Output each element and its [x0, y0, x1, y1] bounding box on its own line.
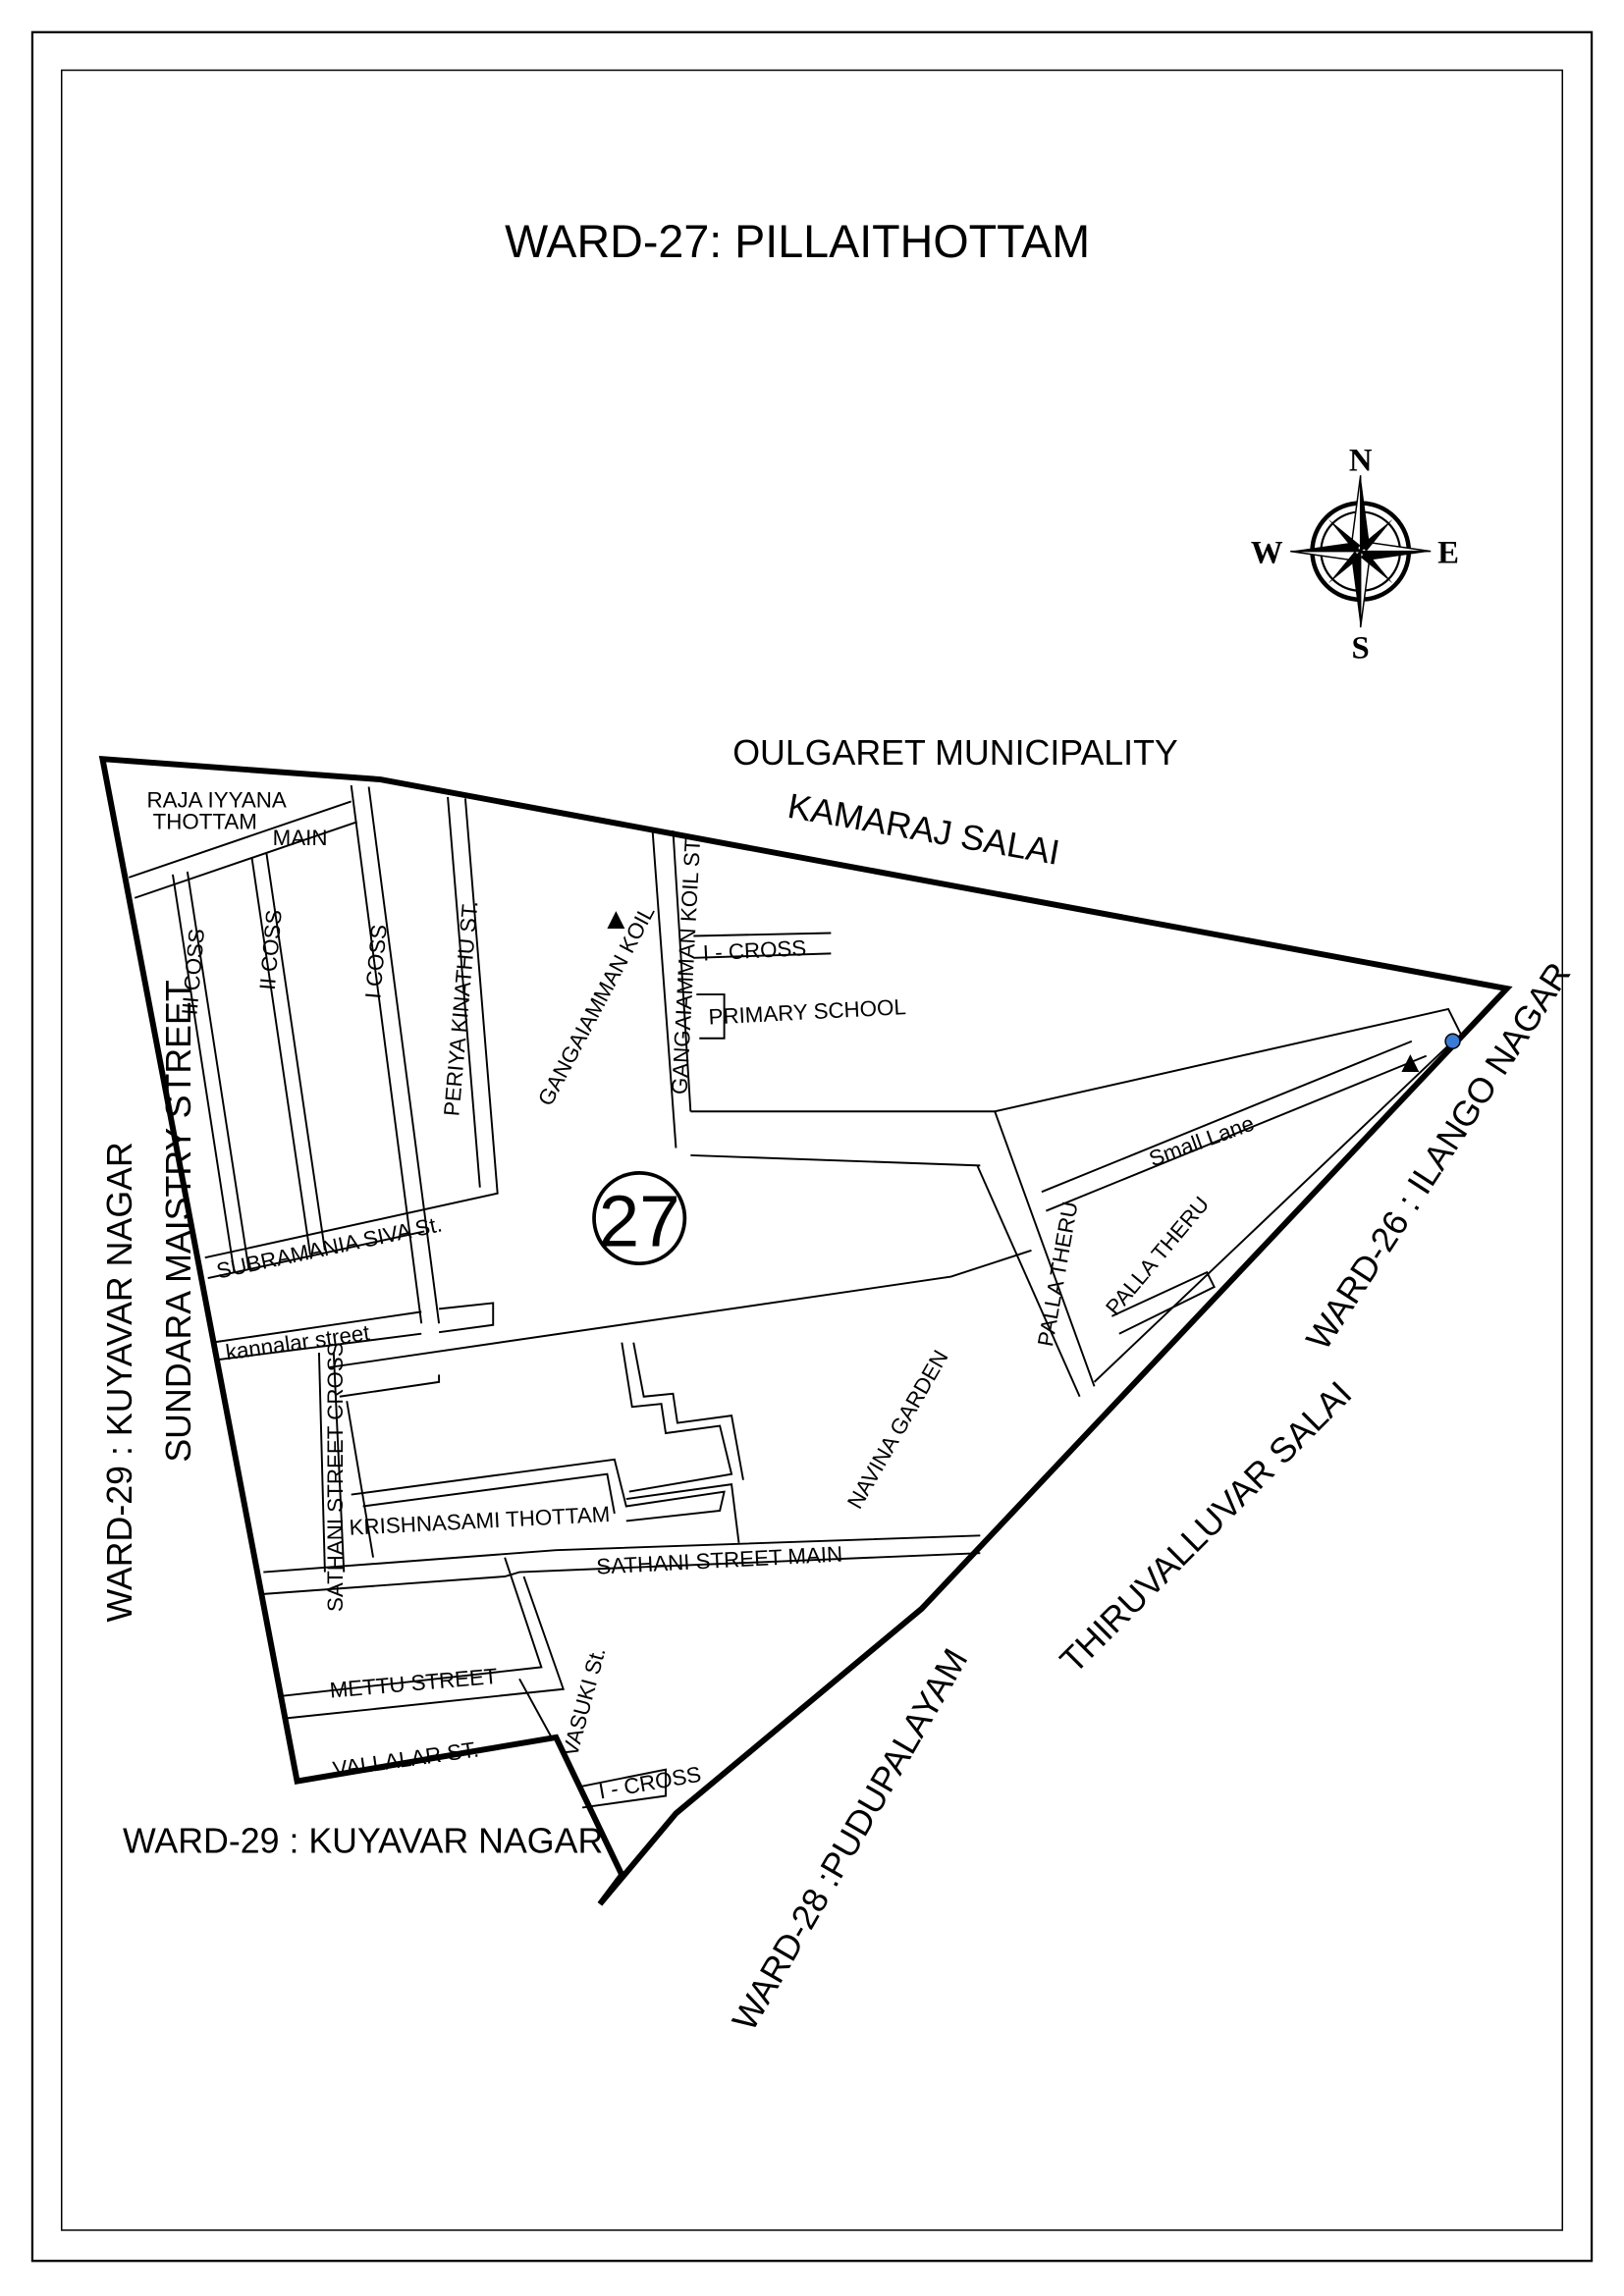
temple-icon: [607, 911, 1420, 1073]
compass-rose-icon: [1290, 475, 1432, 628]
label-mettu: METTU STREET: [329, 1664, 499, 1703]
compass-w: W: [1251, 536, 1283, 571]
label-i-cross-north: I - CROSS: [702, 935, 807, 965]
label-navina-garden: NAVINA GARDEN: [842, 1346, 953, 1513]
landmark-dot-icon: [1444, 1033, 1461, 1049]
label-i-coss: I COSS: [360, 924, 392, 1000]
ward-boundary: [98, 755, 1513, 1906]
label-gangaiamman-koil-st: GANGAIAMMAN KOIL ST.: [667, 834, 705, 1095]
label-ward29-south: WARD-29 : KUYAVAR NAGAR: [123, 1822, 603, 1861]
label-sathani-cross: SATHANI STREET CROSS: [323, 1342, 348, 1612]
label-raja-iyyana: RAJA IYYANA: [146, 787, 286, 812]
ward-number: 27: [599, 1180, 680, 1261]
inner-frame: [60, 69, 1564, 2231]
map-title: WARD-27: PILLAITHOTTAM: [505, 216, 1090, 268]
label-palla-theru-1: PALLA THERU: [1033, 1200, 1083, 1348]
label-ii-coss: II COSS: [255, 909, 287, 991]
label-raja-thottam: THOTTAM: [153, 810, 257, 834]
label-main: MAIN: [273, 826, 328, 850]
compass-n: N: [1349, 444, 1373, 479]
outer-frame: [30, 30, 1594, 2263]
label-kannalar: kannalar street: [224, 1320, 372, 1364]
label-krishnasami: KRISHNASAMI THOTTAM: [349, 1502, 611, 1540]
street-network: [128, 784, 1464, 1809]
label-ward26: WARD-26 : ILANGO NAGAR: [1299, 955, 1579, 1357]
label-gangaiamman-koil: GANGAIAMMAN KOIL: [533, 901, 660, 1109]
label-primary-school: PRIMARY SCHOOL: [708, 994, 906, 1030]
compass-s: S: [1352, 630, 1370, 666]
ward-number-badge: 27: [592, 1170, 687, 1266]
label-oulgaret: OULGARET MUNICIPALITY: [732, 733, 1178, 773]
label-vallalar: VALLALAR ST.: [331, 1736, 480, 1782]
label-vasuki: VASUKI St.: [558, 1645, 611, 1759]
label-small-lane: Small Lane: [1146, 1111, 1258, 1172]
label-palla-theru-2: PALLA THERU: [1101, 1192, 1214, 1319]
label-ward29-west: WARD-29 : KUYAVAR NAGAR: [100, 1142, 139, 1622]
label-periya-kinathu: PERIYA KINATHU ST.: [439, 900, 482, 1117]
label-ward28: WARD-28 :PUDUPALAYAM: [725, 1642, 975, 2037]
compass-e: E: [1437, 536, 1459, 571]
label-sundara-maistry: SUNDARA MAISTRY STREET: [159, 980, 198, 1462]
